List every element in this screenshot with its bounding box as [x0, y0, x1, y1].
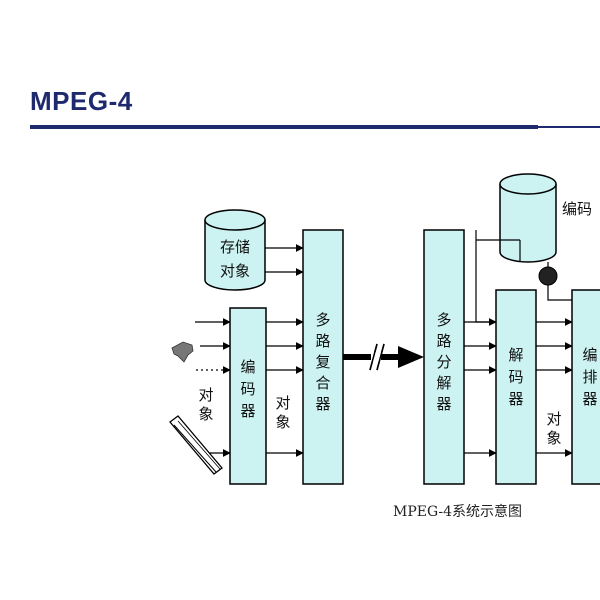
encoder-label-1: 编	[240, 358, 255, 376]
title-divider-thin	[538, 126, 600, 128]
demux-label-3: 分	[436, 353, 451, 371]
decoder-box: 解 码 器	[495, 289, 537, 485]
title-divider	[30, 125, 538, 129]
encoder-label-2: 码	[240, 380, 255, 398]
mux-label-2: 路	[315, 332, 330, 350]
objects-mid-label-2: 象	[275, 413, 290, 431]
decoder-label-3: 器	[508, 390, 523, 408]
compositor-label-2: 排	[582, 368, 597, 386]
demux-label-2: 路	[436, 332, 451, 350]
mux-label-5: 器	[315, 395, 330, 413]
cylinder-route-left	[475, 230, 494, 323]
decoder-label-1: 解	[508, 346, 523, 364]
panel-object-icon	[169, 415, 223, 475]
diagram-caption: MPEG-4系统示意图	[393, 503, 522, 520]
demux-label-1: 多	[436, 311, 451, 329]
encoder-label-3: 器	[240, 402, 255, 420]
compositor-label-3: 器	[582, 390, 597, 408]
mux-label-1: 多	[315, 311, 330, 329]
bird-object-icon	[171, 341, 194, 363]
page-title: MPEG-4	[30, 86, 133, 116]
objects-left-label-2: 象	[198, 405, 213, 423]
transmission-arrow	[343, 343, 424, 371]
objects-right-label-1: 对	[546, 410, 561, 428]
mux-label-3: 复	[315, 353, 330, 371]
top-right-storage-cylinder	[499, 173, 557, 263]
compositor-box: 编 排 器	[571, 289, 600, 485]
storage-label-line1: 存储	[220, 238, 250, 256]
storage-objects-cylinder: 存储 对象	[204, 209, 266, 291]
objects-right-label-2: 象	[546, 429, 561, 447]
demultiplexer-box: 多 路 分 解 器	[423, 229, 465, 485]
top-right-label: 编码	[562, 200, 592, 218]
interaction-dot-icon	[538, 266, 558, 286]
encoder-box: 编 码 器	[229, 307, 267, 485]
multiplexer-box: 多 路 复 合 器	[302, 229, 344, 485]
compositor-label-1: 编	[582, 346, 597, 364]
demux-label-5: 器	[436, 395, 451, 413]
decoder-label-2: 码	[508, 368, 523, 386]
storage-label-line2: 对象	[220, 262, 250, 280]
objects-left-label-1: 对	[198, 386, 213, 404]
demux-label-4: 解	[436, 374, 451, 392]
objects-mid-label-1: 对	[275, 394, 290, 412]
mux-label-4: 合	[315, 374, 330, 392]
